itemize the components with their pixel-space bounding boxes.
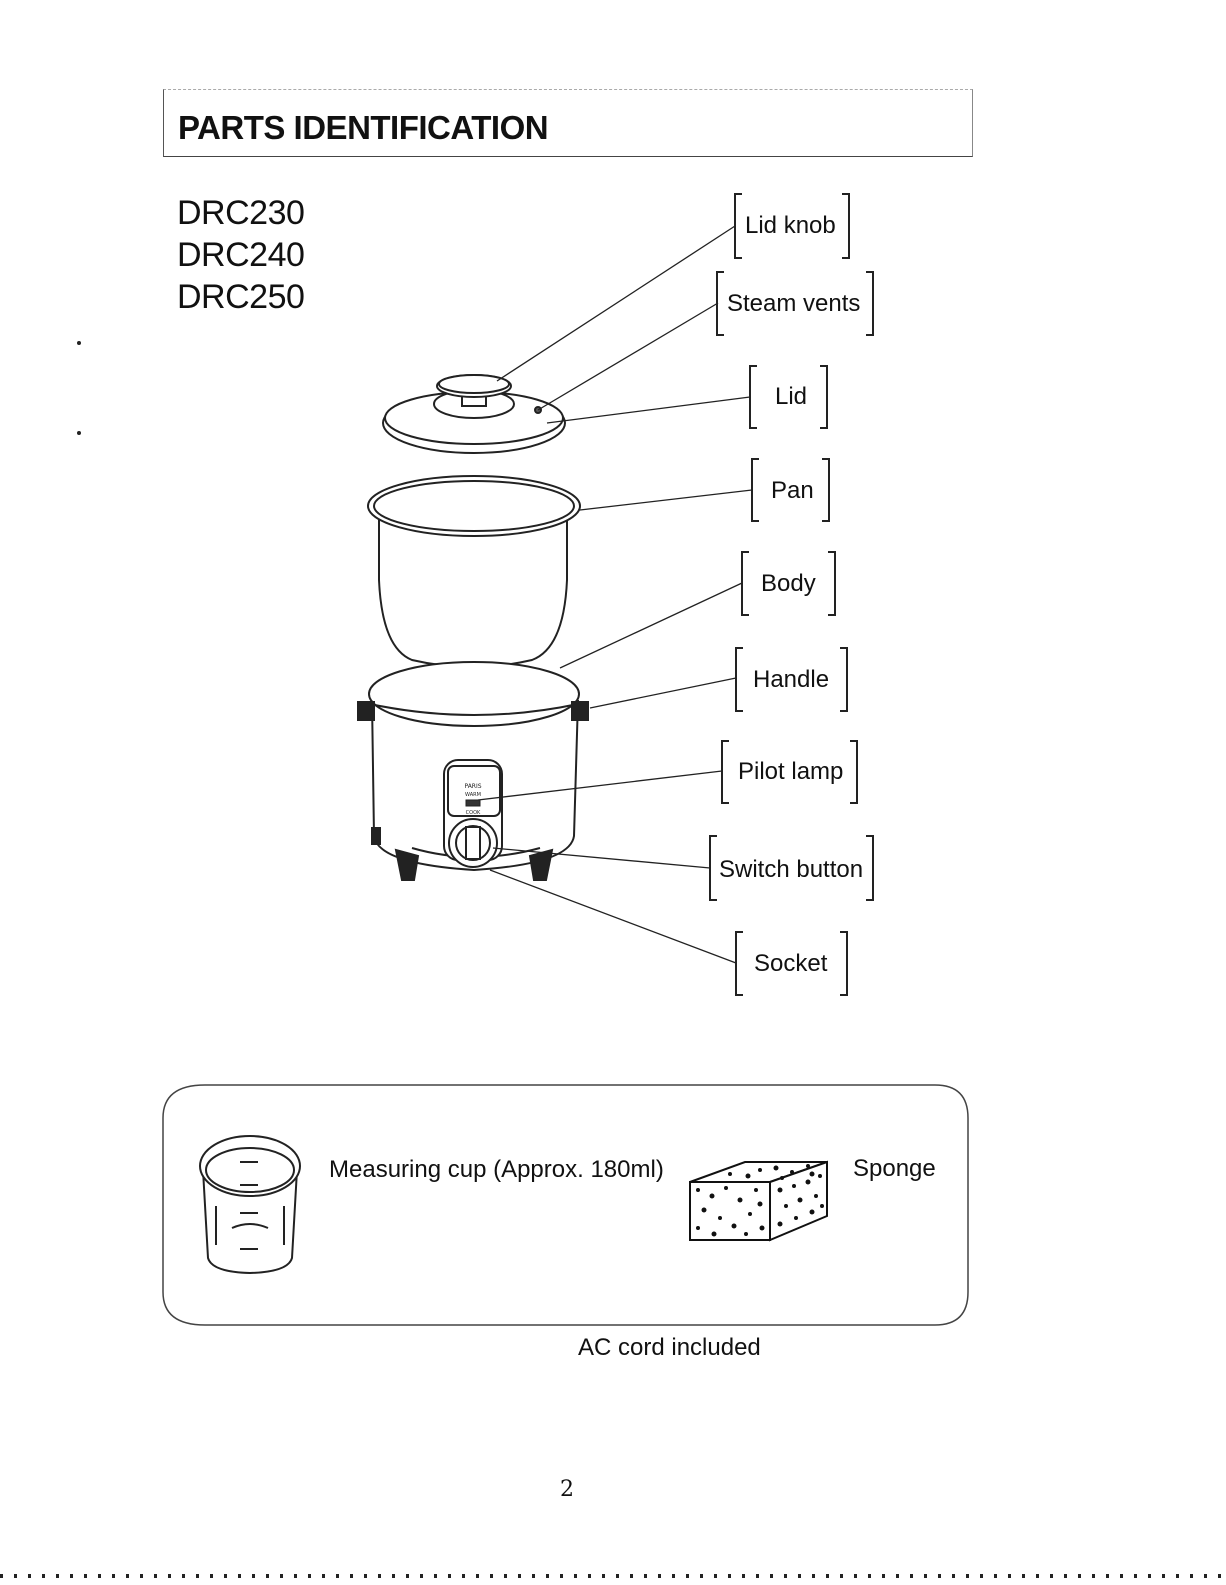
leader-line-lid-knob — [497, 226, 735, 381]
stray-mark — [77, 431, 81, 435]
measuring-cup-label: Measuring cup (Approx. 180ml) — [329, 1156, 664, 1184]
page-number: 2 — [560, 1477, 574, 1503]
leader-line-body — [560, 583, 742, 668]
label-steam-vents: Steam vents — [727, 290, 860, 318]
pan-illustration — [368, 476, 580, 667]
body-illustration — [358, 662, 588, 880]
label-lid-knob: Lid knob — [745, 212, 836, 240]
label-socket: Socket — [754, 950, 827, 978]
scan-edge-marks — [0, 1574, 1226, 1578]
panel-brand-text: PARIS — [464, 783, 481, 790]
sponge-label: Sponge — [853, 1155, 936, 1183]
label-switch-button: Switch button — [719, 856, 863, 884]
measuring-cup-illustration — [200, 1136, 300, 1273]
leader-line-socket — [490, 870, 736, 963]
sponge-illustration — [690, 1162, 827, 1240]
label-lid: Lid — [775, 383, 807, 411]
label-pan: Pan — [771, 477, 814, 505]
label-body: Body — [761, 570, 816, 598]
ac-cord-note: AC cord included — [578, 1334, 761, 1362]
leader-line-steam-vents — [538, 303, 718, 410]
label-handle: Handle — [753, 666, 829, 694]
stray-mark — [77, 341, 81, 345]
leader-line-pan — [580, 490, 752, 510]
panel-warm-text: WARM — [465, 792, 481, 798]
panel-cook-text: COOK — [466, 810, 481, 816]
leader-line-handle — [590, 678, 736, 708]
label-pilot-lamp: Pilot lamp — [738, 758, 843, 786]
lid-illustration — [383, 375, 565, 453]
leader-line-lid — [547, 397, 750, 423]
